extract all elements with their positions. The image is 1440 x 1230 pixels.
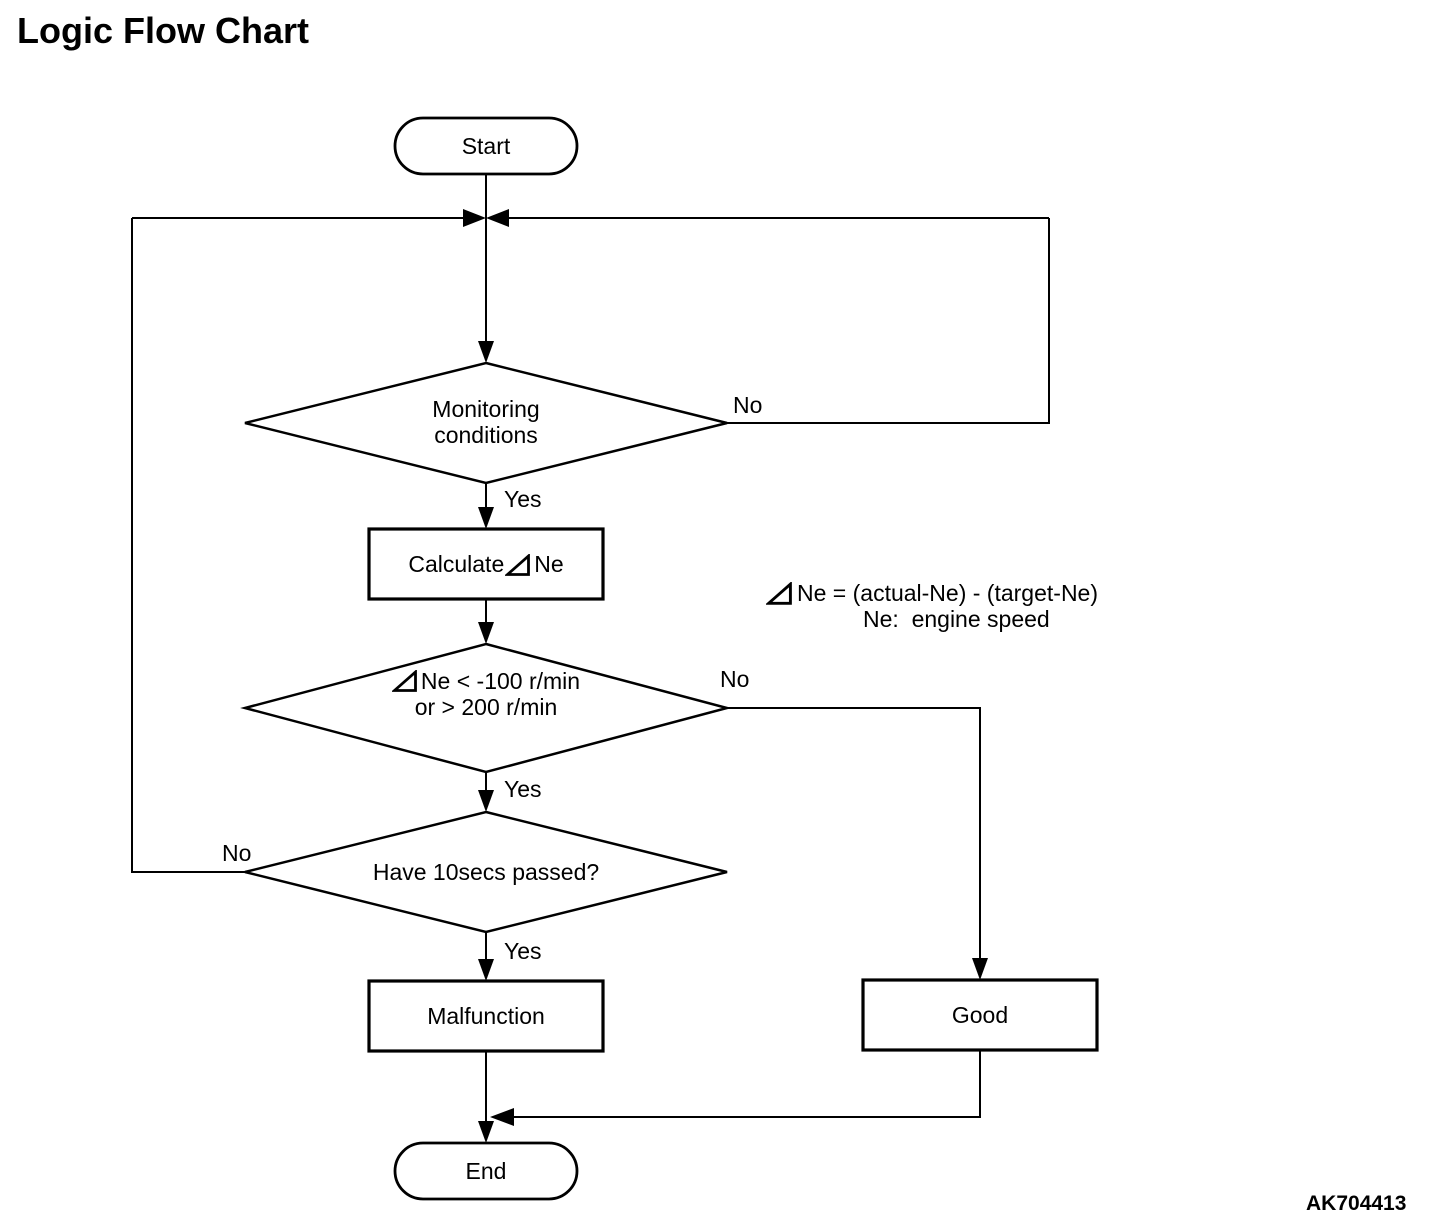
threshold-no-label: No: [720, 666, 750, 692]
end-label: End: [465, 1158, 507, 1184]
figure-code: AK704413: [1306, 1192, 1407, 1215]
process-good: [861, 978, 1099, 1052]
decision-ten-secs-passed: [244, 810, 728, 934]
edge-threshold-no: [727, 707, 981, 960]
delta-ne-note: Ne = (actual-Ne) - (target-Ne) Ne: engin…: [766, 580, 1098, 632]
delta-ne-threshold-label: Ne < -100 r/min or > 200 r/min: [326, 666, 646, 720]
decision-monitoring-conditions: [244, 361, 728, 485]
monitoring-yes-label: Yes: [504, 486, 542, 512]
arrowhead-into-tensecs: [478, 790, 494, 812]
malfunction-label: Malfunction: [427, 1003, 545, 1029]
start-label: Start: [461, 133, 511, 159]
arrowhead-into-malfunction: [478, 959, 494, 981]
arrowhead-into-end: [478, 1121, 494, 1143]
arrowhead-into-threshold: [478, 622, 494, 644]
delta-triangle-icon: [391, 670, 417, 693]
ten-secs-yes-label: Yes: [504, 938, 542, 964]
edge-monitoring-no-loop: [727, 218, 1050, 424]
arrowhead-into-calculate: [478, 507, 494, 529]
note-line2-text: Ne: engine speed: [863, 606, 1050, 632]
arrowhead-junction-from-right: [486, 209, 509, 227]
edge-good-to-end: [514, 1050, 981, 1118]
arrowhead-into-good: [972, 958, 988, 980]
page-title: Logic Flow Chart: [17, 10, 309, 51]
monitoring-no-label: No: [733, 392, 763, 418]
decision-delta-ne-threshold: [240, 642, 732, 774]
arrowhead-junction-from-left: [463, 209, 486, 227]
ten-secs-passed-label: Have 10secs passed?: [372, 859, 600, 885]
ten-secs-no-label: No: [222, 840, 252, 866]
good-label: Good: [951, 1002, 1009, 1028]
delta-triangle-icon: [505, 554, 531, 576]
threshold-yes-label: Yes: [504, 776, 542, 802]
arrowhead-good-join: [490, 1108, 514, 1126]
calculate-delta-ne-label: Calculate Ne: [408, 551, 564, 577]
monitoring-conditions-label: Monitoring conditions: [432, 396, 540, 448]
terminator-start: [393, 116, 579, 176]
arrowhead-into-monitoring: [478, 341, 494, 363]
edge-tensecs-no-loop: [131, 218, 245, 873]
process-malfunction: [367, 979, 605, 1053]
note-line1-text: Ne = (actual-Ne) - (target-Ne): [797, 580, 1098, 606]
delta-triangle-icon: [766, 582, 792, 605]
